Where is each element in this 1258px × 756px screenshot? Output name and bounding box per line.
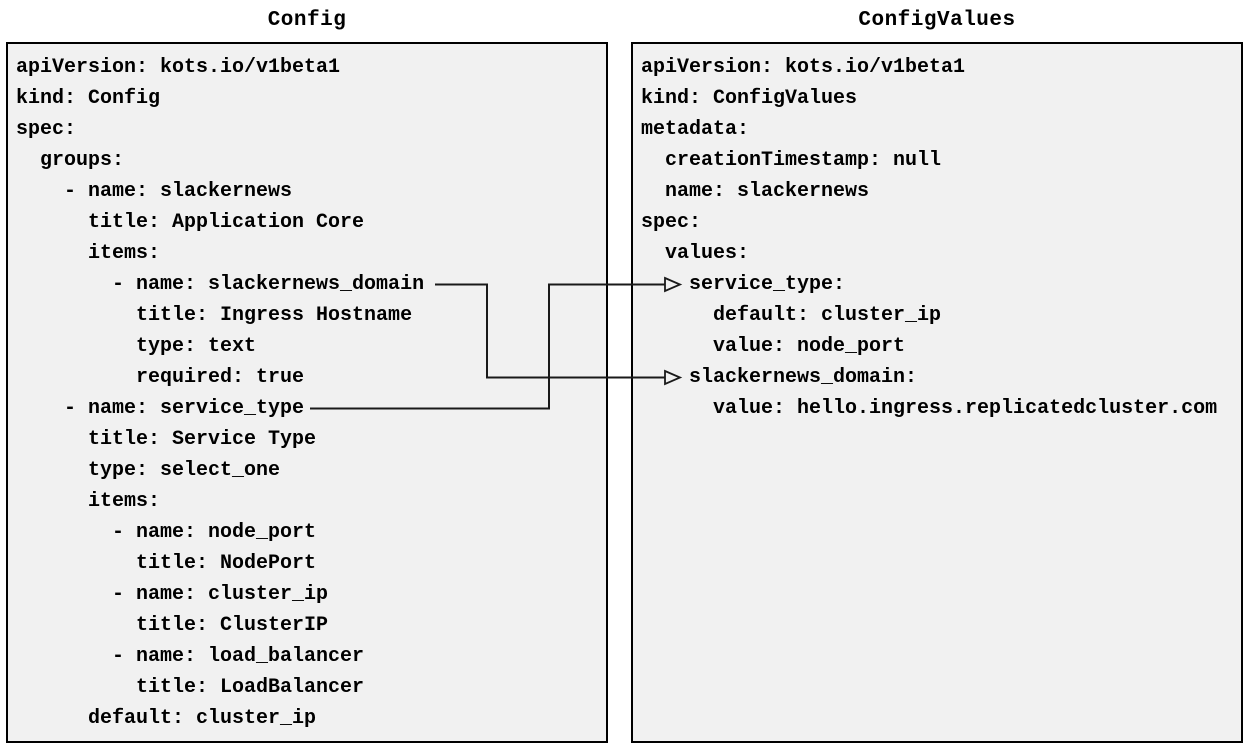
configvalues-yaml-code: apiVersion: kots.io/v1beta1 kind: Config… <box>641 56 1218 420</box>
config-yaml-code: apiVersion: kots.io/v1beta1 kind: Config… <box>16 56 425 730</box>
configvalues-yaml-panel: apiVersion: kots.io/v1beta1 kind: Config… <box>631 42 1243 743</box>
configvalues-panel-title: ConfigValues <box>858 9 1016 32</box>
config-yaml-panel: apiVersion: kots.io/v1beta1 kind: Config… <box>6 42 608 743</box>
config-panel-title: Config <box>267 9 347 32</box>
